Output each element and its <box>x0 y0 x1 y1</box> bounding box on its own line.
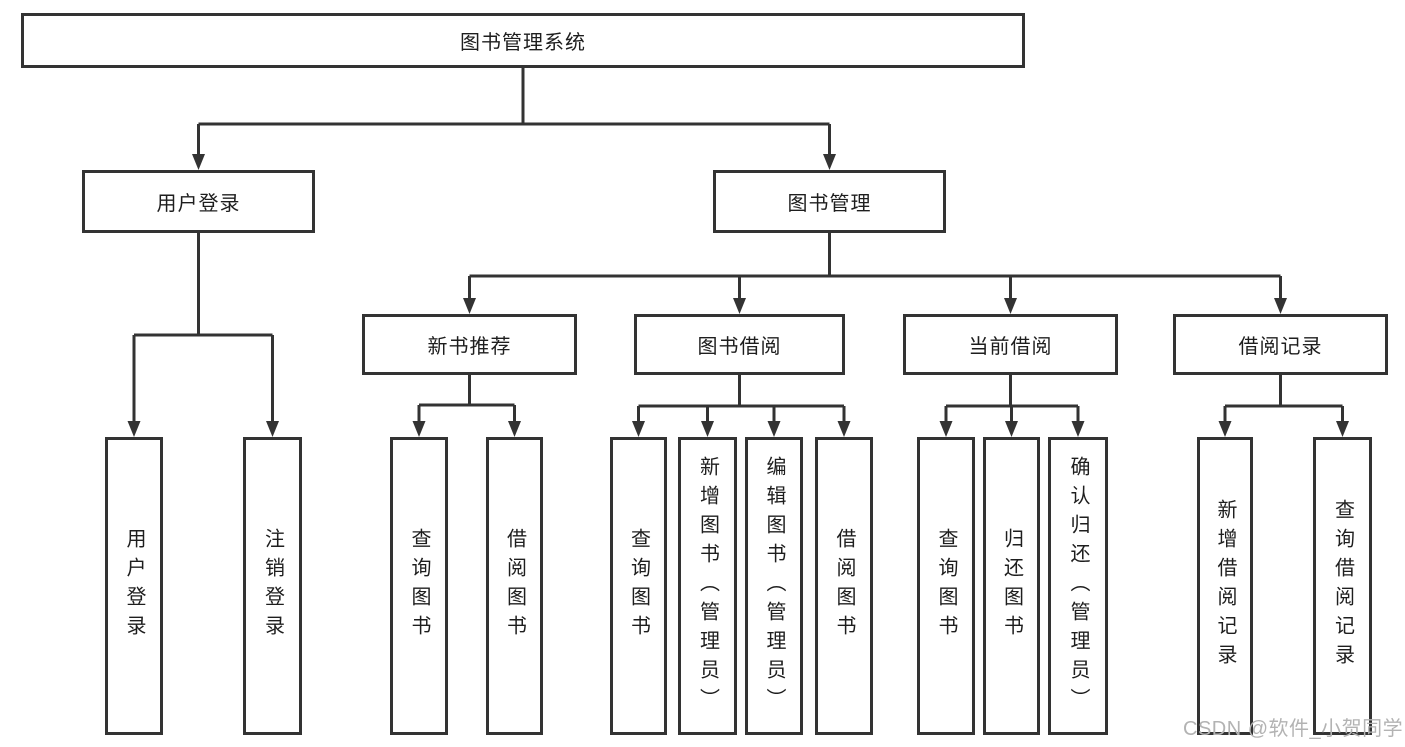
arrowhead <box>1336 421 1349 437</box>
connector-book-management-branch <box>463 233 1287 314</box>
arrowhead <box>266 421 279 437</box>
node-library-management-system: 图书管理系统 <box>21 13 1025 68</box>
leaf-user-login: 用户登录 <box>105 437 163 735</box>
leaf-search-books-recommend: 查询图书 <box>390 437 448 735</box>
arrowhead <box>939 421 953 437</box>
connector-current-borrow-branch <box>939 375 1085 437</box>
leaf-logout: 注销登录 <box>243 437 302 735</box>
arrowhead <box>767 421 781 437</box>
leaf-search-books-current: 查询图书 <box>917 437 975 735</box>
arrowhead <box>823 154 836 170</box>
leaf-borrow-books-recommend: 借阅图书 <box>486 437 543 735</box>
arrowhead <box>192 154 205 170</box>
arrowhead <box>1004 298 1017 314</box>
node-new-book-recommend: 新书推荐 <box>362 314 577 375</box>
leaf-confirm-return-admin: 确认归还（管理员） <box>1048 437 1108 735</box>
leaf-search-borrow-record: 查询借阅记录 <box>1313 437 1372 735</box>
leaf-borrow-books: 借阅图书 <box>815 437 873 735</box>
leaf-edit-book-admin: 编辑图书（管理员） <box>745 437 803 735</box>
arrowhead <box>1005 421 1018 437</box>
arrowhead <box>1274 298 1287 314</box>
arrowhead <box>701 421 714 437</box>
csdn-watermark: CSDN @软件_小贺同学 <box>1183 718 1404 740</box>
node-book-borrow: 图书借阅 <box>634 314 845 375</box>
leaf-search-books-borrow: 查询图书 <box>610 437 667 735</box>
connector-new-book-branch <box>412 375 521 437</box>
arrowhead <box>1071 421 1085 437</box>
arrowhead <box>1218 421 1232 437</box>
arrowhead <box>632 421 645 437</box>
leaf-add-borrow-record: 新增借阅记录 <box>1197 437 1253 735</box>
connector-book-borrow-branch <box>632 375 851 437</box>
arrowhead <box>733 298 746 314</box>
arrowhead <box>412 421 426 437</box>
connector-user-login-branch <box>127 233 279 437</box>
arrowhead <box>127 421 141 437</box>
node-user-login: 用户登录 <box>82 170 315 233</box>
arrowhead <box>508 421 521 437</box>
leaf-add-book-admin: 新增图书（管理员） <box>678 437 737 735</box>
arrowhead <box>463 298 476 314</box>
node-book-management: 图书管理 <box>713 170 946 233</box>
node-current-borrow: 当前借阅 <box>903 314 1118 375</box>
arrowhead <box>837 421 851 437</box>
leaf-return-book: 归还图书 <box>983 437 1040 735</box>
node-borrow-records: 借阅记录 <box>1173 314 1388 375</box>
connector-borrow-records-branch <box>1218 375 1349 437</box>
connector-root-branch <box>192 68 836 170</box>
